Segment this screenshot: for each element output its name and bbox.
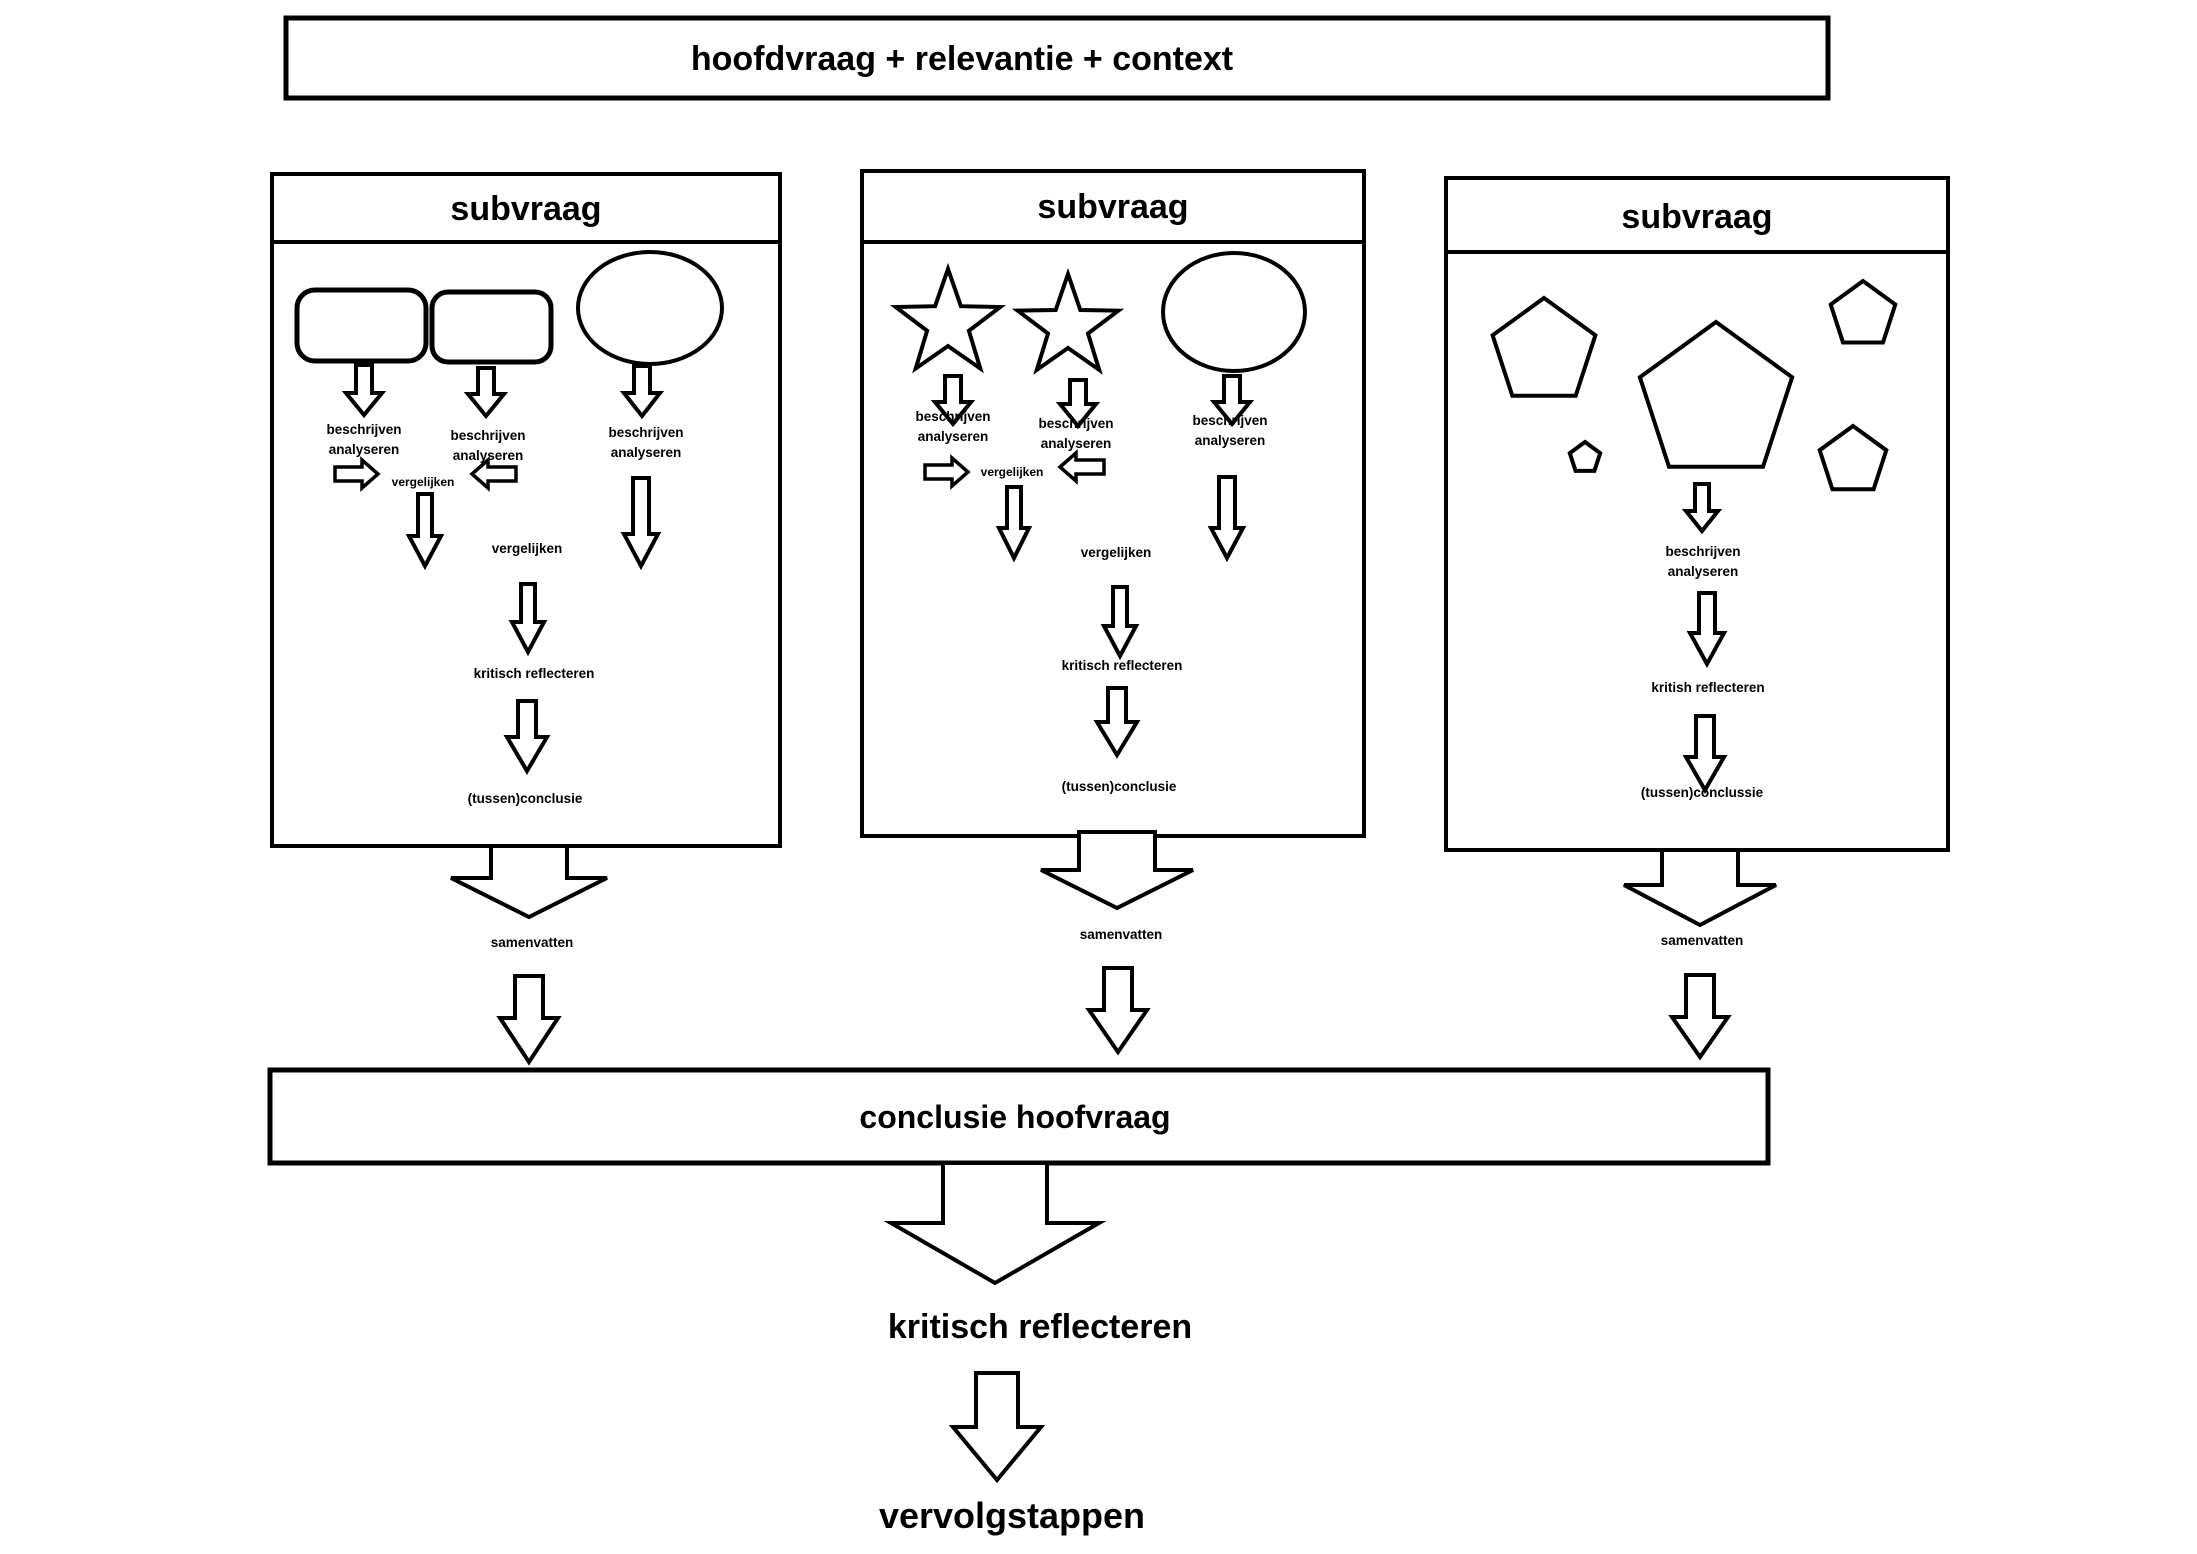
- main-question-box: hoofdvraag + relevantie + context: [283, 15, 1831, 101]
- down-arrow-icon: [508, 582, 548, 657]
- describe-label: beschrijven: [1192, 413, 1267, 428]
- down-arrow-icon: [620, 476, 662, 571]
- star-shape: [1011, 267, 1125, 375]
- ellipse-shape: [576, 250, 724, 366]
- subvraag-2-summary-flow: samenvatten: [1040, 830, 1194, 1056]
- down-arrow-icon: [1682, 714, 1728, 795]
- analyse-label: analyseren: [1041, 436, 1112, 451]
- analyse-label: analyseren: [1195, 433, 1266, 448]
- down-arrow-icon: [405, 492, 445, 571]
- compare-label: vergelijken: [1081, 545, 1152, 560]
- reflect-label: kritisch reflecteren: [474, 666, 595, 681]
- right-arrow-icon: [333, 456, 381, 492]
- subvraag-1-header: subvraag: [450, 190, 601, 228]
- subvraag-box-2: subvraag beschrijven analyseren beschrij…: [860, 169, 1366, 838]
- conclusion-label: (tussen)conclusie: [1062, 779, 1177, 794]
- pentagon-shape: [1637, 319, 1795, 469]
- wide-down-arrow-icon: [1623, 848, 1777, 928]
- conclusion-title: conclusie hoofvraag: [859, 1099, 1170, 1135]
- down-arrow-icon: [463, 366, 509, 420]
- reflect-label: kritisch reflecteren: [1062, 658, 1183, 673]
- compare-label: vergelijken: [492, 541, 563, 556]
- pentagon-shape: [1828, 278, 1898, 345]
- subvraag-3-summary-flow: samenvatten: [1623, 848, 1777, 1061]
- summarize-label: samenvatten: [491, 935, 574, 950]
- subvraag-1-summary-flow: samenvatten: [450, 844, 608, 1066]
- main-question-frame: [283, 15, 1831, 101]
- describe-label: beschrijven: [450, 428, 525, 443]
- right-arrow-icon: [923, 454, 971, 490]
- pentagon-shape: [1567, 439, 1603, 473]
- down-arrow-icon: [1207, 475, 1247, 563]
- describe-label: beschrijven: [915, 409, 990, 424]
- pentagon-shape: [1817, 423, 1889, 492]
- describe-label: beschrijven: [326, 422, 401, 437]
- conclusion-box: conclusie hoofvraag: [267, 1067, 1771, 1166]
- down-arrow-icon: [948, 1371, 1046, 1484]
- compare-small-label: vergelijken: [392, 475, 455, 489]
- describe-label: beschrijven: [1665, 544, 1740, 559]
- left-arrow-icon: [1057, 449, 1106, 485]
- down-arrow-icon: [930, 374, 976, 428]
- summarize-label: samenvatten: [1661, 933, 1744, 948]
- analyse-label: analyseren: [611, 445, 682, 460]
- down-arrow-icon: [1668, 973, 1732, 1061]
- compare-small-label: vergelijken: [981, 465, 1044, 479]
- describe-label: beschrijven: [608, 425, 683, 440]
- rounded-rectangle-shape: [429, 289, 554, 365]
- left-arrow-icon: [469, 456, 518, 492]
- down-arrow-icon: [503, 699, 551, 775]
- down-arrow-icon: [995, 485, 1033, 563]
- summarize-label: samenvatten: [1080, 927, 1163, 942]
- star-shape: [889, 262, 1007, 374]
- final-reflect-label: kritisch reflecteren: [888, 1308, 1192, 1346]
- down-arrow-icon: [1055, 378, 1101, 430]
- final-flow: kritisch reflecteren vervolgstappen: [879, 1161, 1192, 1536]
- down-arrow-icon: [1100, 585, 1140, 661]
- down-arrow-icon: [1209, 374, 1255, 428]
- pentagon-shape: [1490, 295, 1598, 398]
- final-steps-label: vervolgstappen: [879, 1495, 1145, 1536]
- wide-down-arrow-icon: [1040, 830, 1194, 911]
- analyse-label: analyseren: [453, 448, 524, 463]
- subvraag-2-header: subvraag: [1037, 188, 1188, 226]
- analyse-label: analyseren: [1668, 564, 1739, 579]
- down-arrow-icon: [1085, 966, 1151, 1056]
- wide-down-arrow-icon: [450, 844, 608, 920]
- wide-down-arrow-icon: [883, 1161, 1107, 1286]
- analyse-label: analyseren: [918, 429, 989, 444]
- reflect-label: kritish reflecteren: [1651, 680, 1764, 695]
- down-arrow-icon: [496, 974, 562, 1066]
- subvraag-box-3: subvraag beschrijven analyseren kritish …: [1444, 176, 1950, 852]
- down-arrow-icon: [1093, 686, 1141, 759]
- subvraag-3-header: subvraag: [1621, 198, 1772, 236]
- ellipse-shape: [1161, 251, 1307, 373]
- down-arrow-icon: [1686, 591, 1728, 669]
- rounded-rectangle-shape: [294, 287, 429, 364]
- down-arrow-icon: [1681, 482, 1723, 535]
- analyse-label: analyseren: [329, 442, 400, 457]
- conclusion-label: (tussen)conclussie: [1641, 785, 1764, 800]
- conclusion-label: (tussen)conclusie: [468, 791, 583, 806]
- main-question-title: hoofdvraag + relevantie + context: [691, 40, 1233, 78]
- describe-label: beschrijven: [1038, 416, 1113, 431]
- down-arrow-icon: [341, 363, 387, 419]
- subvraag-box-1: subvraag beschrijven analyseren beschrij…: [270, 172, 782, 848]
- down-arrow-icon: [619, 364, 665, 420]
